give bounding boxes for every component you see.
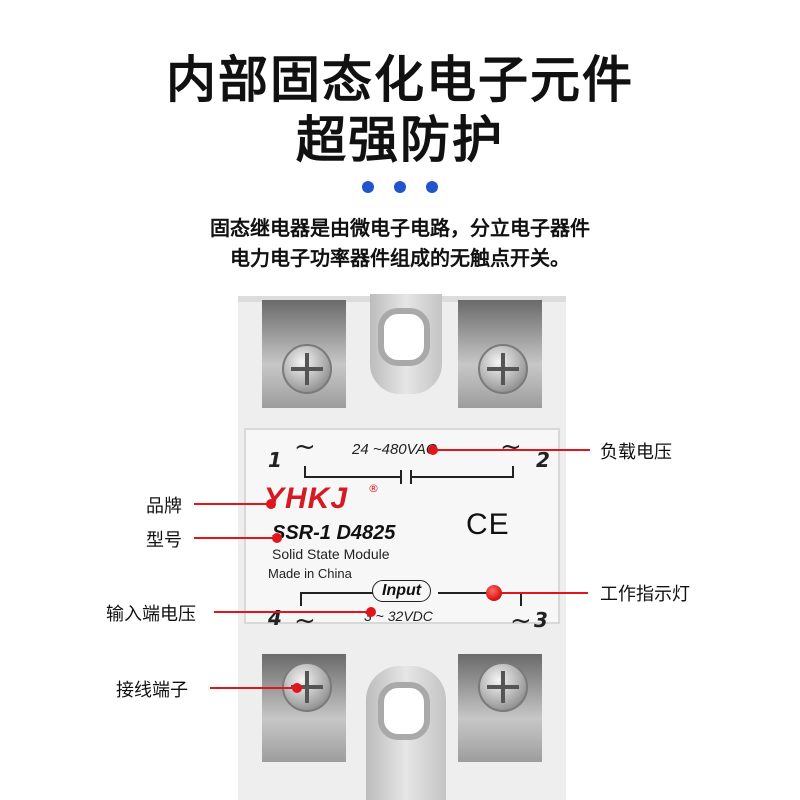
module-type: Solid State Module — [272, 546, 390, 562]
circuit-line — [400, 470, 402, 484]
dot-icon — [362, 181, 374, 193]
circuit-line — [512, 466, 514, 478]
origin-text: Made in China — [268, 566, 352, 581]
circuit-line — [300, 592, 302, 606]
callout-dot — [272, 533, 282, 543]
callout-dot — [366, 607, 376, 617]
screw-terminal-3[interactable] — [478, 662, 528, 712]
dot-icon — [426, 181, 438, 193]
input-label: Input — [372, 580, 432, 602]
headline-line-2: 超强防护 — [296, 111, 504, 169]
screw-terminal-1[interactable] — [282, 344, 332, 394]
load-voltage-text: 24 ~480VAC — [352, 441, 437, 458]
pin-2-label: 2 — [536, 448, 550, 472]
annotation-load-voltage: 负载电压 — [600, 442, 672, 463]
screw-terminal-2[interactable] — [478, 344, 528, 394]
annotation-terminal: 接线端子 — [116, 680, 188, 701]
model-number: SSR-1 D4825 — [272, 522, 396, 544]
mounting-hole-bottom — [378, 682, 430, 740]
callout-dot — [428, 445, 438, 455]
circuit-line — [304, 476, 400, 478]
description-line-1: 固态继电器是由微电子电路，分立电子器件 — [210, 216, 590, 240]
callout-line-input — [214, 611, 370, 613]
description-line-2: 电力电子功率器件组成的无触点开关。 — [230, 246, 570, 270]
annotation-brand: 品牌 — [146, 496, 182, 517]
dc-wave-icon-4: ~ — [294, 606, 316, 636]
callout-line-model — [194, 537, 274, 539]
registered-mark: ® — [368, 482, 379, 495]
circuit-line — [438, 592, 520, 594]
decorative-dots — [0, 178, 800, 197]
annotation-input-voltage: 输入端电压 — [106, 604, 196, 625]
mounting-hole-top — [378, 308, 430, 366]
annotation-model: 型号 — [146, 530, 182, 551]
circuit-line — [410, 476, 512, 478]
pin-3-label: 3 — [534, 608, 548, 632]
callout-line-indicator — [502, 592, 588, 594]
circuit-line — [304, 466, 306, 478]
ac-wave-icon-1: ~ — [294, 432, 316, 462]
callout-line-terminal — [210, 687, 296, 689]
annotation-indicator: 工作指示灯 — [600, 584, 690, 605]
dot-icon — [394, 181, 406, 193]
callout-line-load — [432, 449, 590, 451]
brand-logo: YHKJ — [264, 482, 349, 515]
ce-mark: CE — [466, 508, 510, 541]
callout-dot — [266, 499, 276, 509]
circuit-line — [300, 592, 374, 594]
input-voltage-text: 3 ~ 32VDC — [364, 608, 433, 624]
callout-dot — [292, 683, 302, 693]
ac-wave-icon-2: ~ — [500, 432, 522, 462]
pin-1-label: 1 — [268, 448, 282, 472]
dc-wave-icon-3: ~ — [510, 606, 532, 636]
callout-line-brand — [194, 503, 270, 505]
pin-4-label: 4 — [268, 606, 282, 630]
indicator-led-icon — [486, 585, 502, 601]
headline-line-1: 内部固态化电子元件 — [166, 51, 634, 109]
circuit-line — [520, 592, 522, 606]
